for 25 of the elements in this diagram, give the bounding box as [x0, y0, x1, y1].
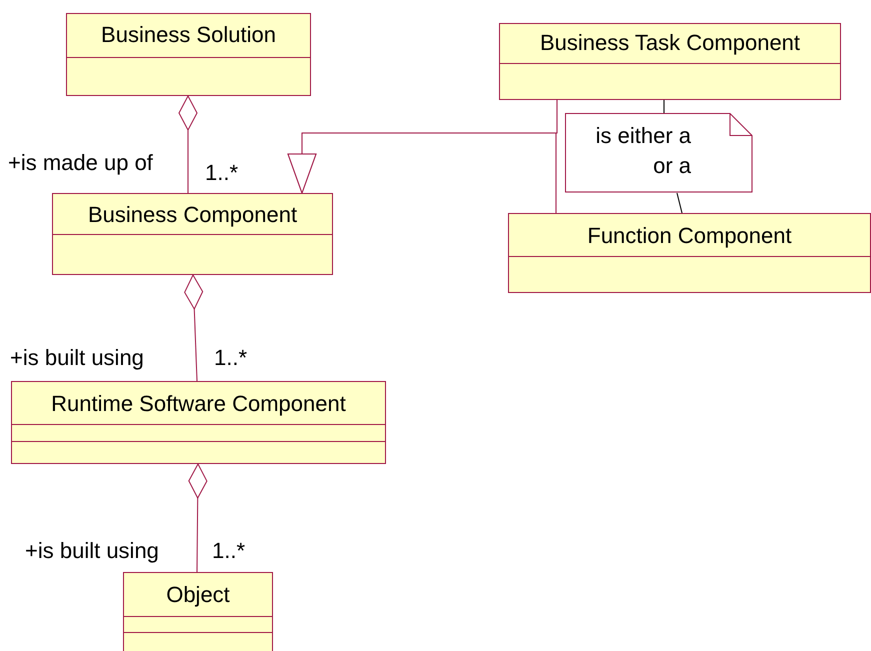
- role-label: +is built using: [25, 540, 159, 562]
- class-box: [66, 13, 311, 96]
- note-text: is either a or a: [594, 122, 691, 180]
- note-box: [565, 113, 753, 193]
- aggregation-line: [188, 464, 208, 572]
- class-name: Object: [165, 584, 231, 606]
- class-name: Runtime Software Component: [50, 393, 347, 415]
- role-label: +is built using: [10, 347, 144, 369]
- note-link: [676, 192, 682, 214]
- role-label: +is made up of: [8, 152, 153, 174]
- class-box: [123, 572, 273, 651]
- class-box: [52, 193, 333, 275]
- class-box: [508, 213, 871, 293]
- aggregation-line: [184, 274, 204, 382]
- class-name: Business Component: [86, 204, 298, 226]
- class-box: [11, 381, 386, 464]
- multiplicity-label: 1..*: [214, 347, 248, 369]
- class-name: Business Task Component: [538, 32, 802, 54]
- class-name: Function Component: [586, 225, 793, 247]
- multiplicity-label: 1..*: [205, 162, 238, 184]
- multiplicity-label: 1..*: [212, 540, 246, 562]
- aggregation-line: [178, 96, 198, 194]
- class-name: Business Solution: [100, 24, 277, 46]
- class-box: [499, 23, 841, 100]
- generalization-arrow: [288, 132, 556, 214]
